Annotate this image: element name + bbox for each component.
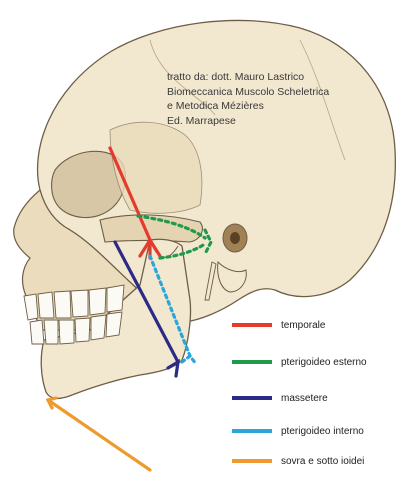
muscle-sovra-sotto-ioidei: [48, 398, 150, 470]
legend-swatch-massetere: [232, 396, 272, 400]
credit-line: e Metodica Mézières: [167, 99, 329, 114]
legend-item-massetere: massetere: [232, 391, 328, 405]
legend-label: sovra e sotto ioidei: [281, 456, 364, 467]
legend-swatch-sovra-sotto-ioidei: [232, 459, 272, 463]
credit-line: Ed. Marrapese: [167, 114, 329, 129]
legend-swatch-pterigoideo-interno: [232, 429, 272, 433]
legend-item-pterigoideo-esterno: pterigoideo esterno: [232, 355, 367, 369]
legend-swatch-temporale: [232, 323, 272, 327]
legend-label: pterigoideo interno: [281, 426, 364, 437]
legend-label: massetere: [281, 393, 328, 404]
credit-line: Biomeccanica Muscolo Scheletrica: [167, 85, 329, 100]
credit-line: tratto da: dott. Mauro Lastrico: [167, 70, 329, 85]
legend-label: pterigoideo esterno: [281, 357, 367, 368]
legend-label: temporale: [281, 320, 325, 331]
legend-swatch-pterigoideo-esterno: [232, 360, 272, 364]
credit-text: tratto da: dott. Mauro Lastrico Biomecca…: [167, 70, 329, 128]
legend-item-pterigoideo-interno: pterigoideo interno: [232, 424, 364, 438]
legend-item-temporale: temporale: [232, 318, 325, 332]
legend-item-sovra-sotto-ioidei: sovra e sotto ioidei: [232, 454, 364, 468]
